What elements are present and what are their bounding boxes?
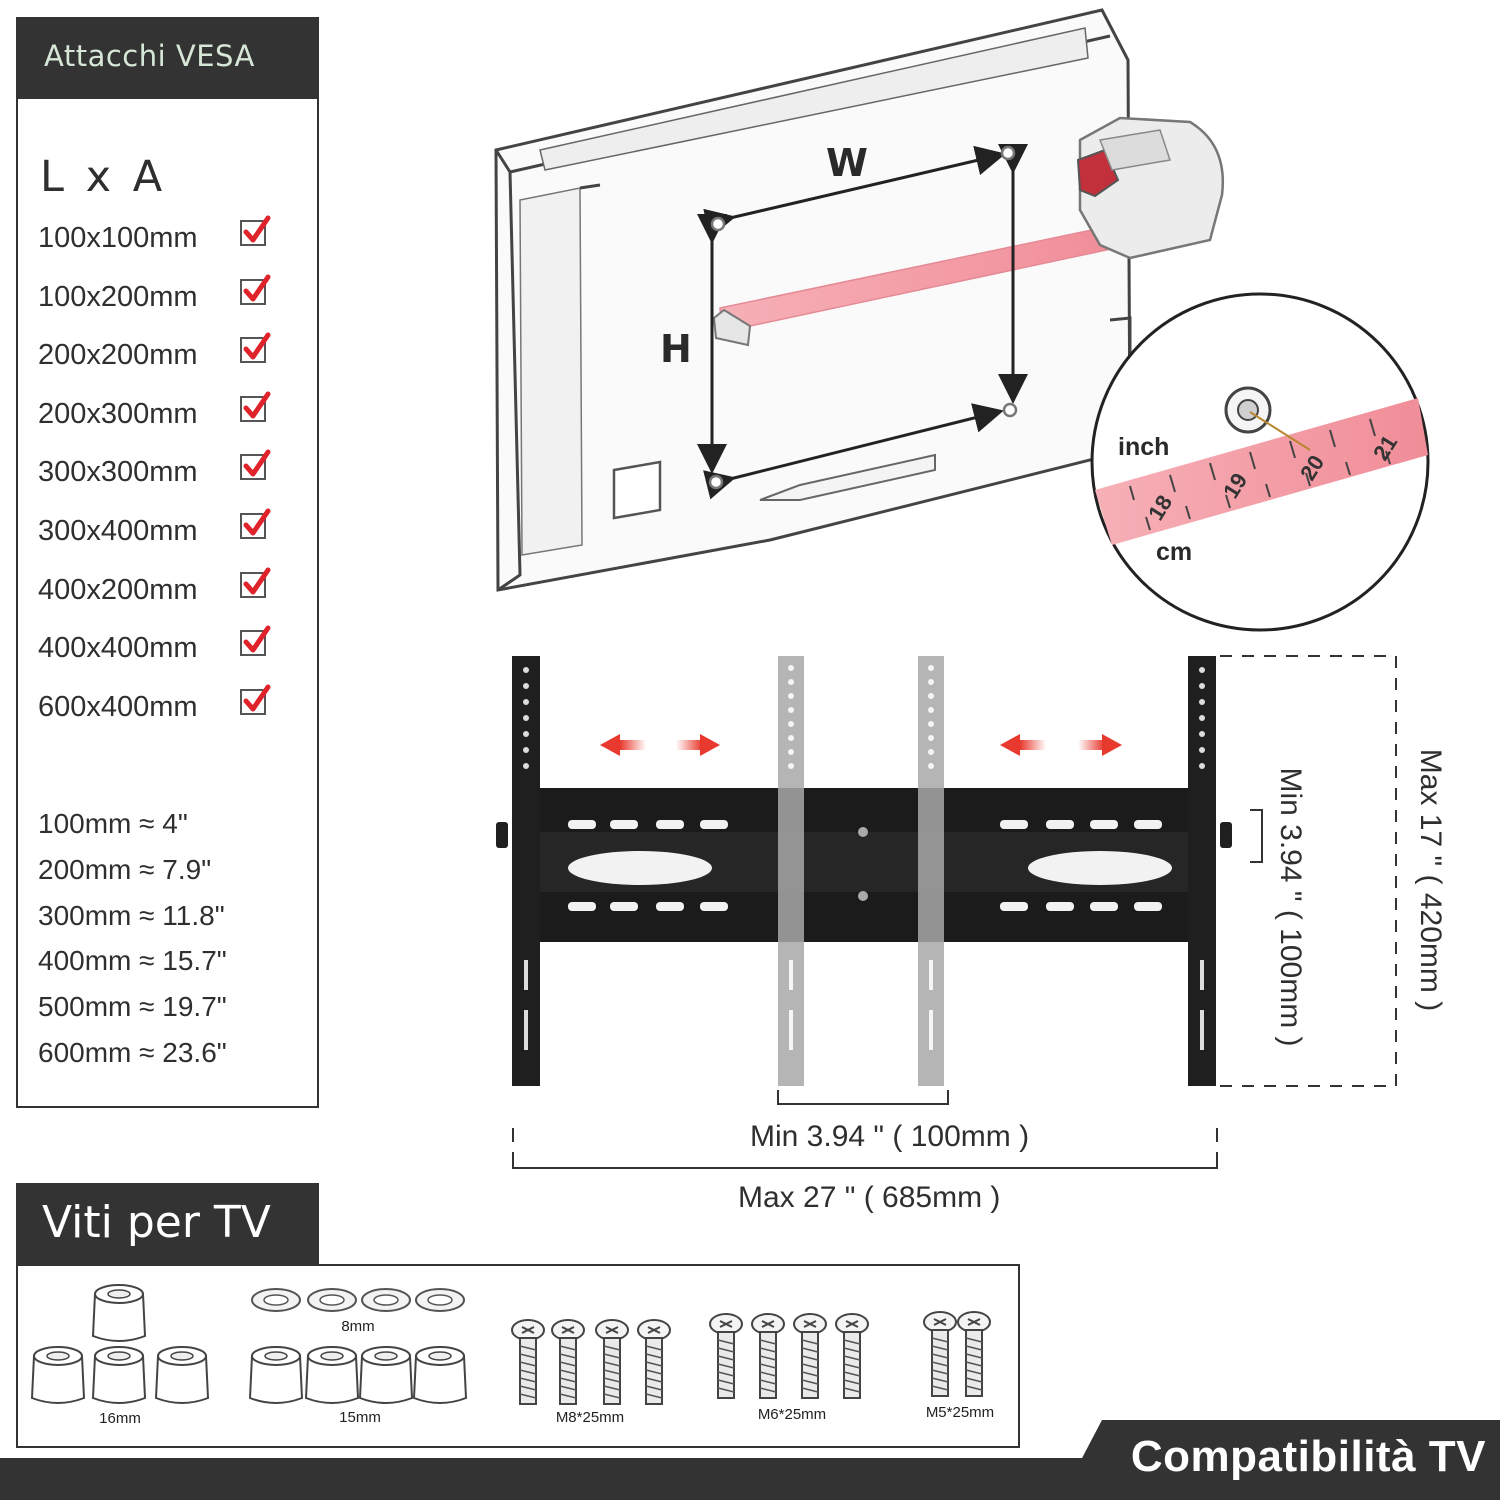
hardware-illustration <box>31 1284 991 1405</box>
tape-inch-label: inch <box>1118 433 1169 461</box>
vesa-panel <box>16 99 319 1108</box>
conversion-item: 400mm ≈ 15.7" <box>38 945 227 976</box>
checkbox-checked-icon <box>240 274 271 305</box>
conversion-item: 500mm ≈ 19.7" <box>38 991 227 1022</box>
vesa-size-label: 400x400mm <box>38 632 198 664</box>
checkbox-checked-icon <box>240 508 271 539</box>
conversion-item: 300mm ≈ 11.8" <box>38 900 225 931</box>
min-width-label: Min 3.94 " ( 100mm ) <box>750 1120 1030 1153</box>
inner-arms <box>778 656 944 1086</box>
plate-slots <box>568 820 1172 911</box>
min-height-label: Min 3.94 " ( 100mm ) <box>1274 767 1307 1047</box>
checkbox-checked-icon <box>240 391 271 422</box>
vesa-size-label: 100x100mm <box>38 222 198 254</box>
vesa-size-label: 600x400mm <box>38 691 198 723</box>
conversion-item: 600mm ≈ 23.6" <box>38 1037 227 1068</box>
checkbox-checked-icon <box>240 625 271 656</box>
lxa-title: L x A <box>40 152 167 202</box>
checkbox-checked-icon <box>240 567 271 598</box>
w-label: W <box>826 141 868 185</box>
vesa-size-row: 400x200mm <box>38 567 278 610</box>
wall-plate <box>530 788 1210 942</box>
screws-header: Viti per TV <box>16 1183 319 1265</box>
vesa-size-row: 200x200mm <box>38 332 278 375</box>
label-8mm: 8mm <box>341 1318 375 1335</box>
min-width-bracket <box>777 1090 949 1105</box>
checkbox-checked-icon <box>240 684 271 715</box>
washers-8mm <box>251 1288 465 1312</box>
tape-measure-case <box>1076 116 1225 260</box>
max-width-label: Max 27 " ( 685mm ) <box>738 1181 1001 1214</box>
spacers-16mm <box>31 1284 209 1404</box>
label-15mm: 15mm <box>339 1409 381 1426</box>
compat-label: Compatibilità TV <box>1130 1432 1486 1481</box>
mount-holes <box>708 145 1018 490</box>
vesa-size-label: 200x300mm <box>38 398 198 430</box>
outer-arm-holes <box>523 667 1205 1050</box>
vesa-size-label: 400x200mm <box>38 574 198 606</box>
conversion-item: 200mm ≈ 7.9" <box>38 854 212 885</box>
spacers-15mm <box>249 1346 467 1404</box>
label-m6: M6*25mm <box>757 1406 827 1423</box>
vesa-size-row: 200x300mm <box>38 391 278 434</box>
vesa-size-label: 100x200mm <box>38 281 198 313</box>
vesa-size-label: 200x200mm <box>38 339 198 371</box>
width-arrow-bottom <box>703 403 1004 500</box>
conversion-item: 100mm ≈ 4" <box>38 808 188 839</box>
checkbox-checked-icon <box>240 332 271 363</box>
max-height-label: Max 17 " ( 420mm ) <box>1414 748 1447 1012</box>
checkbox-checked-icon <box>240 449 271 480</box>
screws-m8 <box>511 1319 671 1405</box>
screws-m5 <box>923 1311 991 1397</box>
checkbox-checked-icon <box>240 215 271 246</box>
compat-tab: Compatibilità TV <box>1060 1420 1500 1500</box>
tv-measure-diagram: W H inch cm 18 19 20 2 <box>494 8 1430 632</box>
vesa-size-label: 300x400mm <box>38 515 198 547</box>
label-16mm: 16mm <box>99 1410 141 1427</box>
zoom-circle: inch cm 18 19 20 21 <box>1090 292 1430 632</box>
tape-cm-label: cm <box>1156 538 1192 566</box>
vesa-size-row: 600x400mm <box>38 684 278 727</box>
max-height-dashed <box>1220 655 1397 1087</box>
adjust-arrows <box>600 734 1122 756</box>
vesa-size-row: 100x100mm <box>38 215 278 258</box>
screws-m6 <box>709 1313 869 1399</box>
label-m8: M8*25mm <box>555 1409 625 1426</box>
mount-bracket-diagram <box>496 655 1397 1105</box>
inner-arm-holes <box>788 665 934 1050</box>
max-width-bracket <box>512 1128 1218 1169</box>
vesa-header: Attacchi VESA <box>16 17 319 101</box>
screws-header-title: Viti per TV <box>42 1197 271 1248</box>
width-arrow <box>703 145 1006 239</box>
vesa-header-title: Attacchi VESA <box>44 39 255 73</box>
vesa-size-label: 300x300mm <box>38 456 198 488</box>
vesa-size-row: 100x200mm <box>38 274 278 317</box>
label-m5: M5*25mm <box>925 1404 995 1421</box>
min-height-bracket <box>1250 809 1263 863</box>
vesa-size-row: 300x400mm <box>38 508 278 551</box>
h-label: H <box>660 327 692 371</box>
vesa-size-row: 400x400mm <box>38 625 278 668</box>
vesa-size-row: 300x300mm <box>38 449 278 492</box>
